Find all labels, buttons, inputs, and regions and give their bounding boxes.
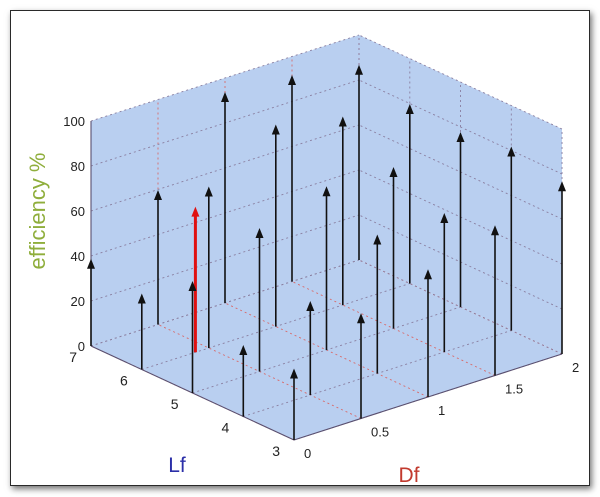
data-stem [137,293,146,370]
stem-arrowhead [338,116,347,127]
stem-arrowhead [405,104,414,114]
stem-arrowhead [389,167,398,177]
x-axis-label: Df [399,464,420,485]
data-stem [389,167,398,329]
z-axis-label: efficiency % [25,153,50,270]
stem-arrowhead [357,313,365,324]
eff-tick-label: 100 [63,114,85,129]
data-stem [338,116,347,305]
eff-tick-label: 0 [78,339,85,354]
stem-arrowhead [322,186,331,197]
highlighted-stem [191,206,200,353]
y-axis-label: Lf [168,454,186,477]
data-stem [255,228,264,372]
data-stem [271,124,280,327]
stem-arrowhead [373,234,382,245]
data-stem [507,146,516,331]
lf-tick-label: 7 [69,349,77,365]
data-stem [355,64,363,260]
stem-arrowhead [456,132,465,142]
lf-tick-label: 6 [120,373,128,389]
data-stem [322,186,331,350]
right-grid-eff [358,79,563,175]
stem-arrowhead [255,228,264,238]
stem-arrowhead [191,206,200,217]
df-tick-label: 1.5 [505,382,523,397]
data-stem [456,132,465,307]
data-stem [558,181,566,354]
lf-tick-label: 3 [272,443,280,459]
data-stem [424,269,432,397]
stem-arrowhead [87,258,95,269]
data-stem [491,225,499,376]
data-stem [154,190,162,325]
stem-arrowhead [137,293,146,304]
df-tick-label: 2 [572,360,579,375]
stem-arrowhead [154,190,162,200]
right-grid-eff [358,34,563,130]
stem-arrowhead [188,281,197,291]
eff-tick-label: 80 [71,159,85,174]
stem-arrowhead [221,92,229,102]
stem-arrowhead [239,345,248,355]
data-stem [188,281,197,393]
data-stem [204,186,213,348]
eff-tick-label: 20 [71,294,85,309]
eff-tick-label: 40 [71,249,85,264]
stem-arrowhead [440,213,449,223]
data-stem [288,75,296,282]
stem-arrowhead [424,269,432,280]
df-tick-label: 0 [304,446,311,461]
lf-tick-label: 5 [171,396,179,412]
stem-arrowhead [507,146,516,157]
stem-arrowhead [491,225,499,236]
eff-tick-label: 60 [71,204,85,219]
stem-arrowhead [271,124,280,135]
back-grid-eff [90,34,360,122]
stem-arrowhead [355,64,363,75]
df-tick-label: 0.5 [371,425,389,440]
axis-labels: efficiency % Lf Df [25,153,420,485]
data-stem [87,258,95,346]
stem-arrowhead [558,181,566,192]
stem-arrowhead [306,301,315,311]
data-stem [290,368,298,440]
data-stems [87,64,566,440]
df-tick-label: 1 [438,403,445,418]
stem-arrowhead [290,368,298,379]
lf-tick-label: 4 [222,420,230,436]
data-stem [440,213,449,352]
data-stem [357,313,365,419]
data-stem [239,345,248,417]
stem-arrowhead [204,186,213,197]
data-stem [373,234,382,374]
data-stem [405,104,414,284]
stem-arrowhead [288,75,296,85]
data-stem [306,301,315,395]
data-stem [221,92,229,303]
